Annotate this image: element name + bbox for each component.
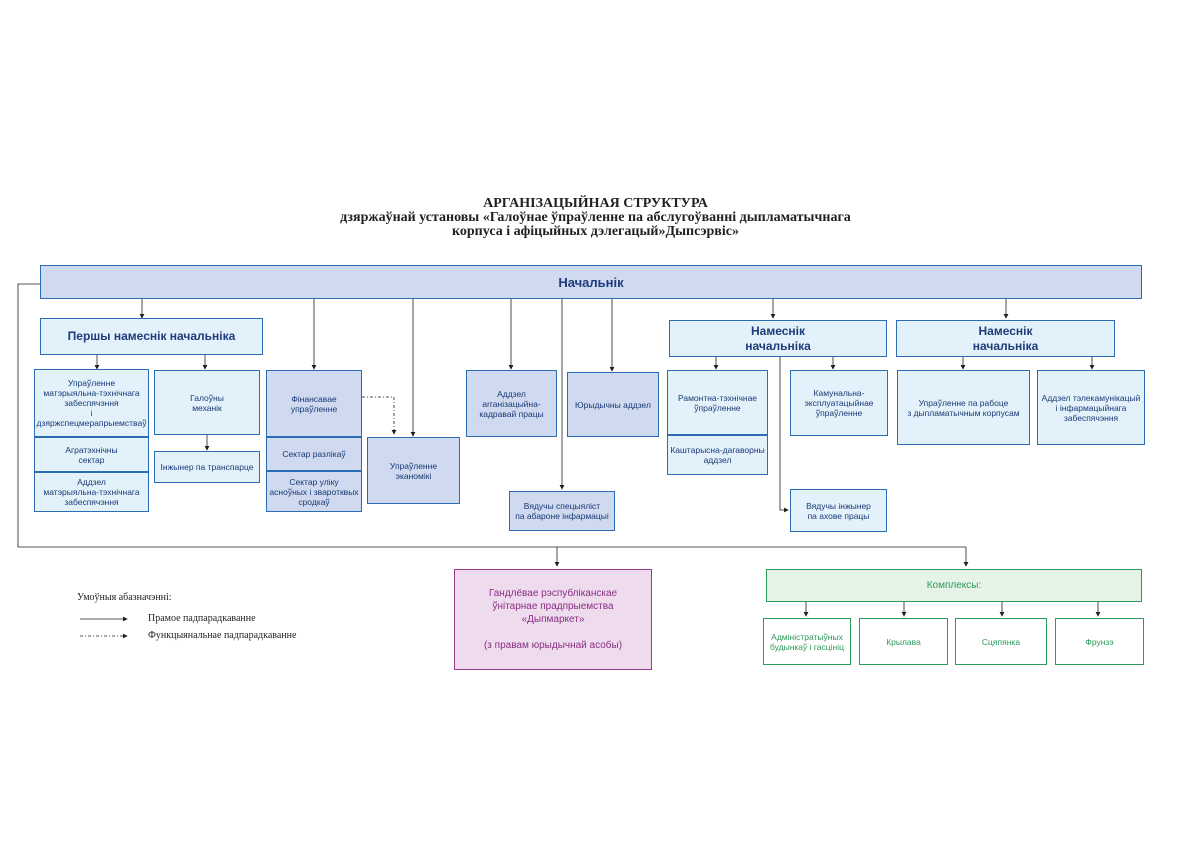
cost-contract-dept-box: Каштарысна-дагаворны аддзел (667, 435, 768, 475)
enterprise-line-3: «Дыпмаркет» (521, 614, 585, 625)
agrotech-sector-box: Агратэхнічны сектар (34, 437, 149, 472)
communal-department-box: Камунальна- эксплуатацыйнае ўпраўленне (790, 370, 888, 436)
complex-stsiapianka-box: Сцяпянка (955, 618, 1047, 665)
complex-frunze-box: Фрунзэ (1055, 618, 1144, 665)
legal-department-box: Юрыдычны аддзел (567, 372, 659, 437)
head-box: Начальнік (40, 265, 1142, 299)
chief-mechanic-box: Галоўны механік (154, 370, 260, 435)
complex-krylava-box: Крылава (859, 618, 948, 665)
third-deputy-box: Намеснік начальніка (896, 320, 1115, 357)
chart-subtitle-line-1: дзяржаўнай установы «Галоўнае ўпраўленне… (340, 210, 851, 225)
settlement-sector-box: Сектар разлікаў (266, 437, 362, 471)
enterprise-line-4: (з правам юрыдычнай асобы) (483, 640, 623, 651)
chart-title: АРГАНІЗАЦЫЙНАЯ СТРУКТУРА (483, 196, 708, 211)
dip-corps-department-box: Упраўленне па рабоце з дыпламатычным кор… (897, 370, 1030, 445)
complex-admin-box: Адміністратыўных будынкаў і гасцініц (763, 618, 851, 665)
telecom-department-box: Аддзел тэлекамунікацый і інфармацыйнага … (1037, 370, 1145, 445)
mtz-dept-box: Аддзел матэрыяльна-тэхнічнага забеспячэн… (34, 472, 149, 512)
repair-department-box: Рамонтна-тэхнічнае ўпраўленне (667, 370, 768, 435)
finance-department-box: Фінансавае упраўленне (266, 370, 362, 437)
second-deputy-box: Намеснік начальніка (669, 320, 887, 357)
complexes-header-box: Комплексы: (766, 569, 1142, 602)
transport-engineer-box: Інжынер па транспарце (154, 451, 260, 483)
mtz-department-box: Упраўленне матэрыяльна-тэхнічнага забесп… (34, 369, 149, 437)
fixed-assets-sector-box: Сектар уліку асноўных і зваротквых сродк… (266, 471, 362, 512)
chart-subtitle-line-2: корпуса і афіцыйных дэлегацый»Дыпсэрвіс» (452, 224, 739, 239)
economics-department-box: Упраўленне эканомікі (367, 437, 460, 504)
legend-title: Умоўныя абазначэнні: (77, 592, 172, 603)
legend-direct-label: Прамое падпарадкаванне (148, 613, 256, 624)
enterprise-line-2: ўнітарнае прадпрыемства (492, 601, 614, 612)
first-deputy-box: Першы намеснік начальніка (40, 318, 263, 355)
org-hr-department-box: Аддзел arганізацыйна- кадравай працы (466, 370, 557, 437)
infosec-specialist-box: Вядучы спецыяліст па абароне інфармацыі (509, 491, 615, 531)
dipmarket-enterprise-box: Гандлёвае рэспубліканскае ўнітарнае прад… (454, 569, 652, 670)
legend-functional-label: Функцыянальнае падпарадкаванне (148, 630, 297, 641)
enterprise-line-1: Гандлёвае рэспубліканскае (488, 588, 618, 599)
labor-safety-engineer-box: Вядучы інжынер па ахове працы (790, 489, 887, 532)
